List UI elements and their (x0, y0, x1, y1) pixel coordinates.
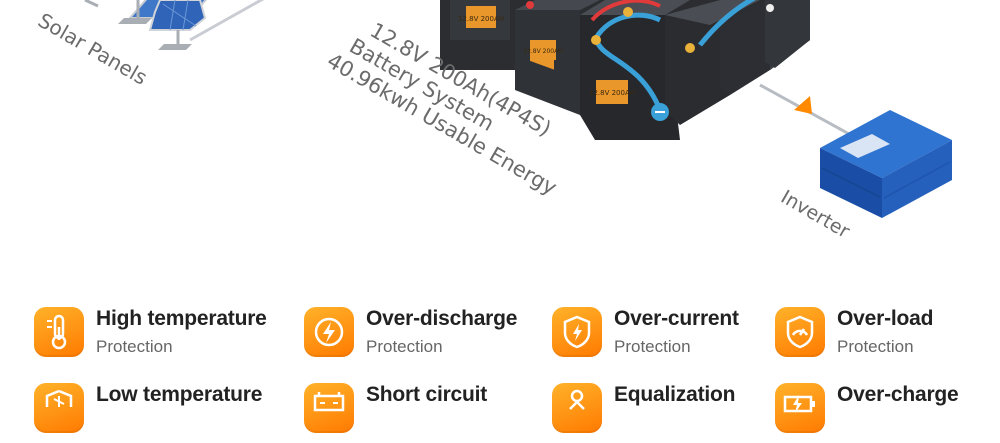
feature-low-temperature: Low temperature (34, 383, 264, 443)
gauge-shield-icon (775, 307, 825, 357)
solar-panels (84, 0, 265, 50)
battery-unit: 12.8V 200AH (450, 0, 510, 40)
feature-over-discharge: Over-discharge Protection (304, 307, 534, 367)
feature-title: Short circuit (366, 383, 488, 406)
shield-bolt-icon (552, 307, 602, 357)
feature-title: Over-charge (837, 383, 959, 406)
feature-title: Low temperature (96, 383, 263, 406)
inverter-cable (759, 83, 861, 142)
feature-high-temperature: High temperature Protection (34, 307, 267, 367)
battery-unit: 12.8V 200AH (515, 0, 600, 115)
snowflake-shield-icon (34, 383, 84, 433)
battery-unit (765, 0, 810, 68)
battery-badge: 12.8V 200AH (458, 15, 504, 23)
thermometer-icon (34, 307, 84, 357)
feature-subtitle: Protection (837, 337, 914, 356)
inverter (820, 110, 952, 218)
system-diagram: 12.8V 200AH 12.8V 200AH 12.8V 200AH (84, 0, 952, 218)
feature-short-circuit: Short circuit (304, 383, 534, 443)
feature-subtitle: Protection (366, 337, 443, 356)
battery-badge: 12.8V 200AH (589, 89, 635, 97)
feature-over-current: Over-current Protection (552, 307, 782, 367)
feature-title: Over-load (837, 307, 934, 330)
power-bolt-icon (304, 307, 354, 357)
feature-title: Over-current (614, 307, 739, 330)
feature-title: Equalization (614, 383, 736, 406)
feature-over-charge: Over-charge (775, 383, 1000, 443)
balance-person-icon (552, 383, 602, 433)
feature-title: High temperature (96, 307, 267, 330)
feature-over-load: Over-load Protection (775, 307, 1000, 367)
charge-battery-icon (775, 383, 825, 433)
feature-subtitle: Protection (96, 337, 173, 356)
feature-title: Over-discharge (366, 307, 518, 330)
battery-badge: 12.8V 200AH (523, 48, 562, 55)
battery-unit (720, 0, 770, 95)
solar-panel (148, 0, 207, 31)
battery-stack: 12.8V 200AH 12.8V 200AH 12.8V 200AH (440, 0, 810, 140)
battery-terminals-icon (304, 383, 354, 433)
feature-equalization: Equalization (552, 383, 782, 443)
feature-subtitle: Protection (614, 337, 691, 356)
